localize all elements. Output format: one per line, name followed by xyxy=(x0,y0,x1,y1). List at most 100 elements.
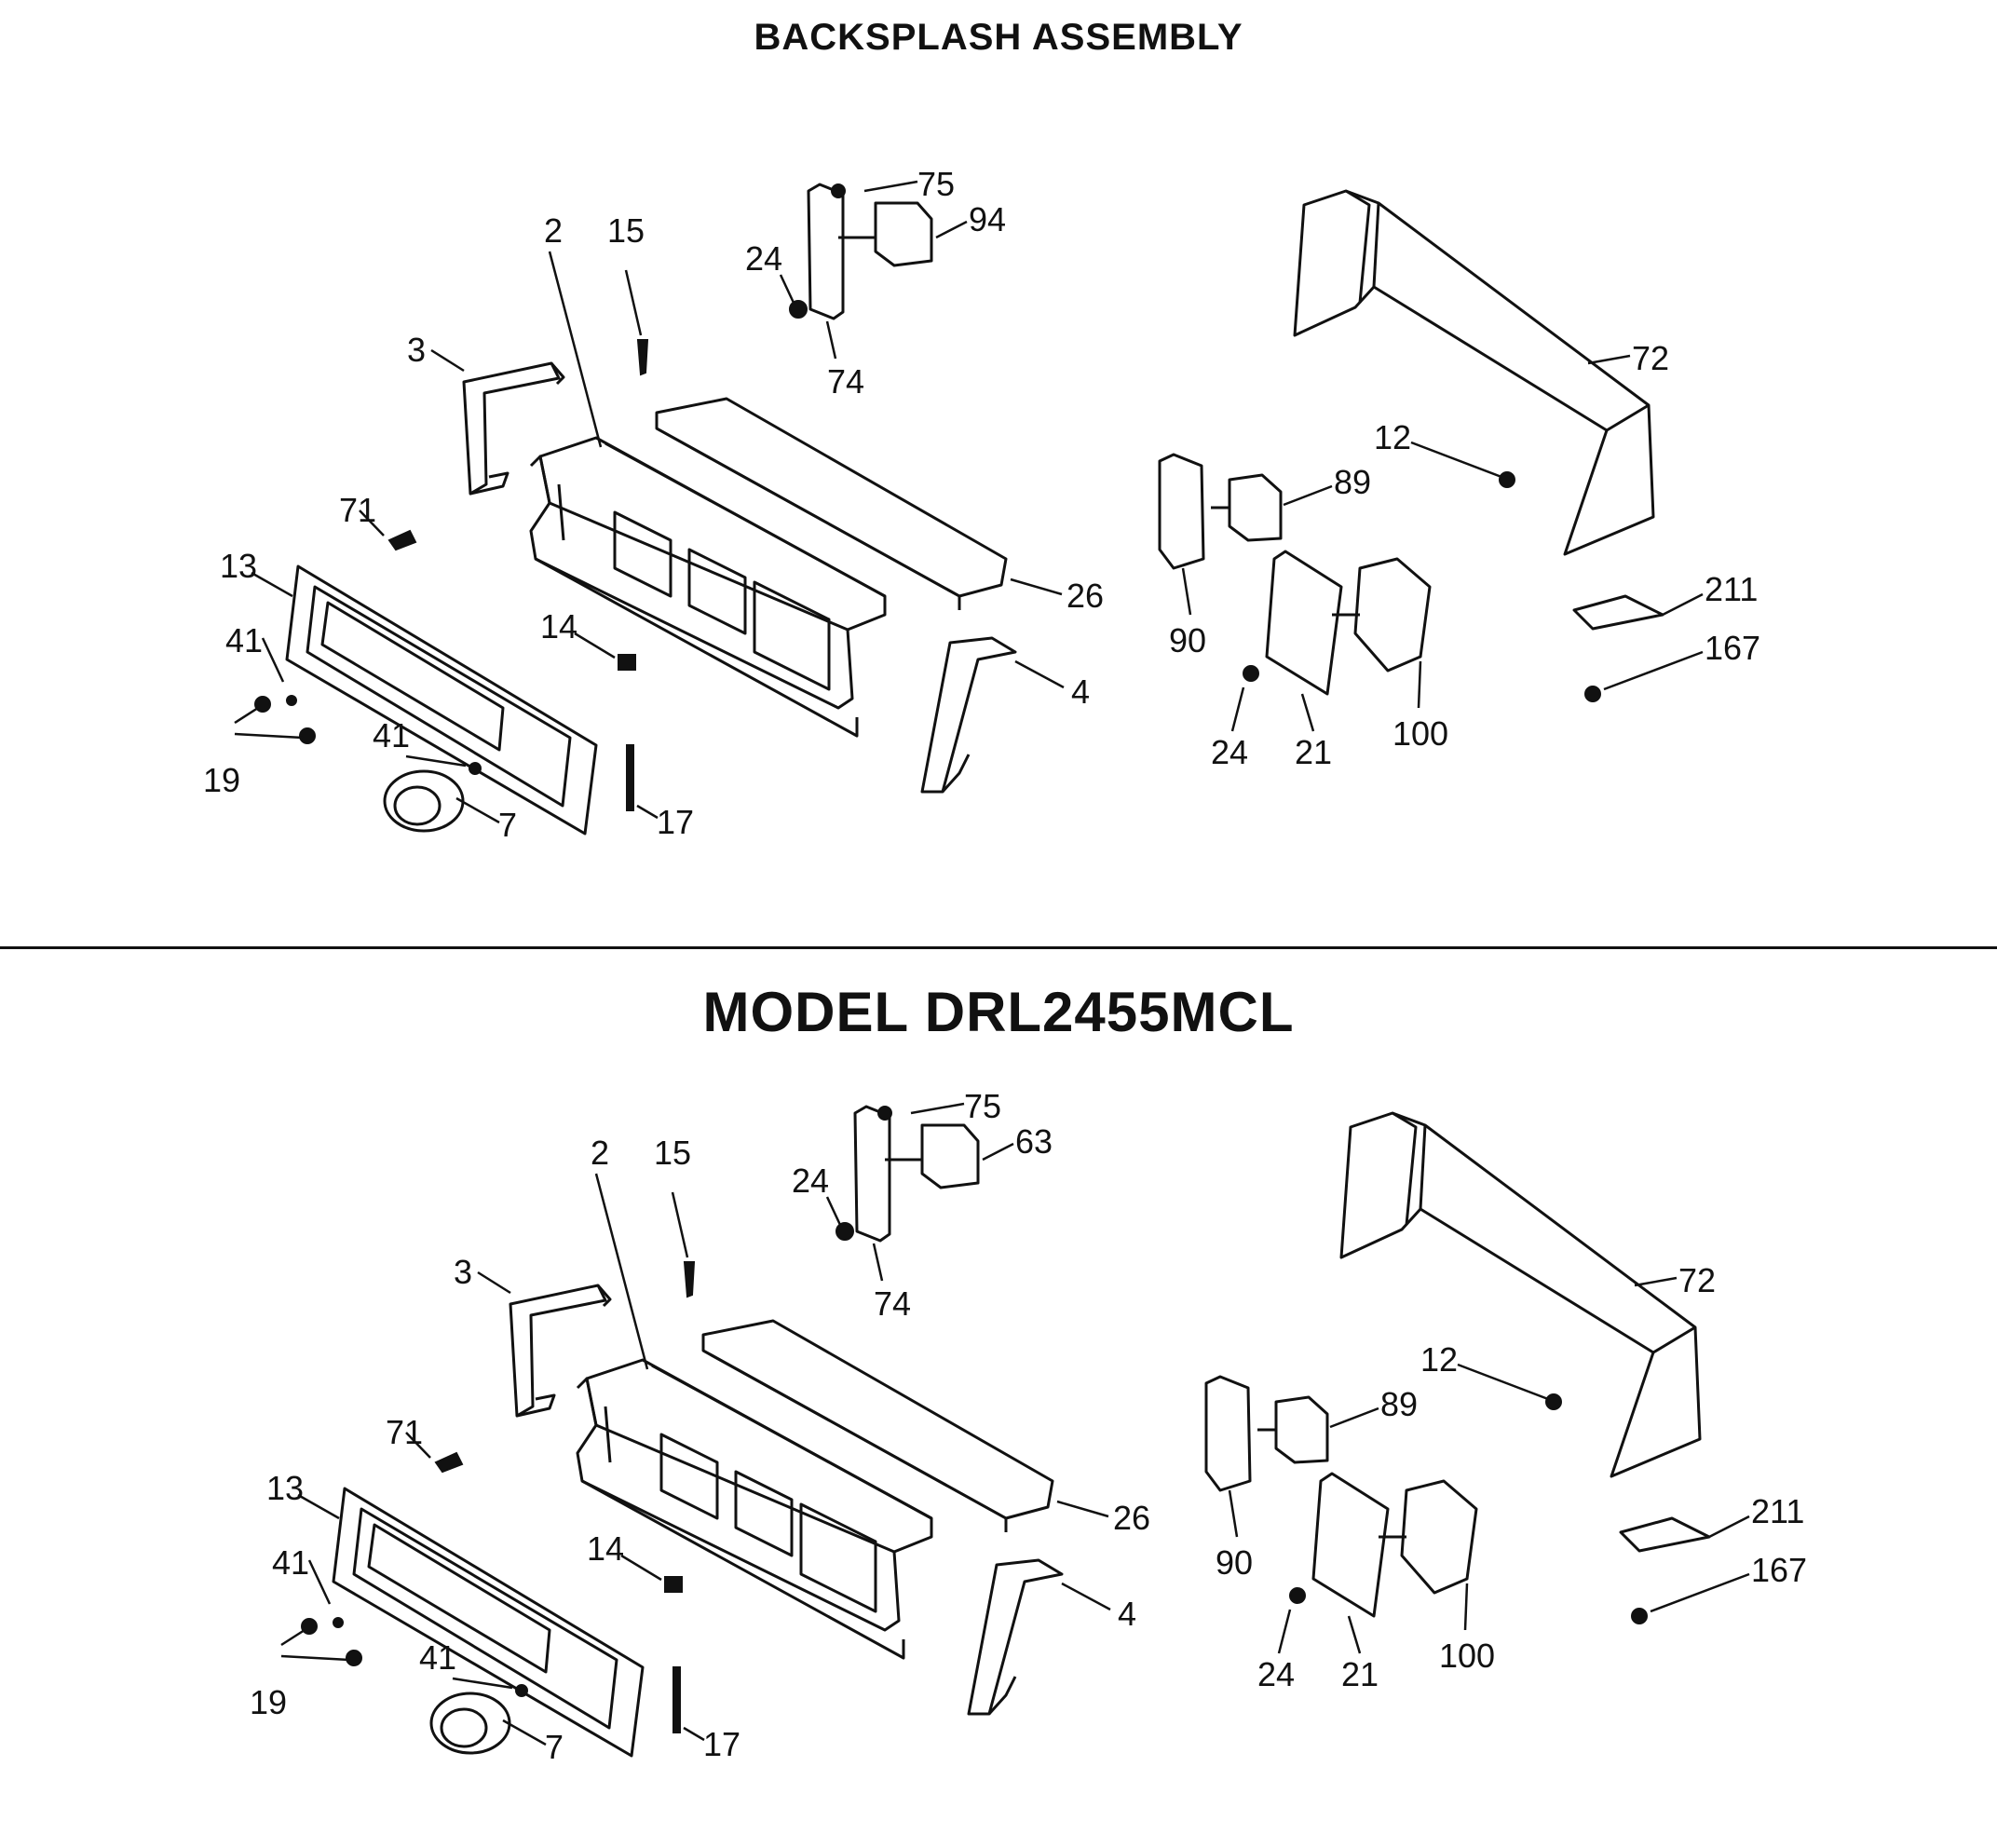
part-4-end-cap xyxy=(967,1558,1064,1716)
part-26-top-cover xyxy=(701,1319,1054,1532)
label-3: 3 xyxy=(454,1253,472,1291)
label-26: 26 xyxy=(1066,577,1104,615)
part-3-end-cap xyxy=(462,361,565,496)
part-100-timer xyxy=(1332,557,1432,673)
part-2-backsplash-frame xyxy=(529,436,887,738)
label-94: 94 xyxy=(969,200,1006,238)
label-2: 2 xyxy=(544,211,563,250)
part-100-timer xyxy=(1379,1479,1478,1595)
label-89: 89 xyxy=(1380,1385,1418,1423)
part-21-circuit-board xyxy=(1311,1472,1390,1618)
label-4: 4 xyxy=(1118,1595,1136,1633)
part-71-screw xyxy=(434,1451,464,1474)
part-19-button xyxy=(299,727,316,744)
part-19-button xyxy=(301,1618,318,1635)
exploded-view-bottom: 2 15 75 63 24 74 3 71 13 41 19 41 7 14 1… xyxy=(250,1087,1807,1766)
part-24-clip xyxy=(1243,665,1259,682)
exploded-view-top: 2 15 75 94 24 74 3 71 13 41 19 41 7 14 1… xyxy=(203,165,1760,844)
part-90-bracket xyxy=(1158,453,1205,570)
label-21: 21 xyxy=(1341,1655,1379,1693)
part-75-screw xyxy=(831,183,846,198)
label-75: 75 xyxy=(917,165,955,203)
part-41-lens xyxy=(515,1684,528,1697)
label-41: 41 xyxy=(373,716,410,754)
label-41: 41 xyxy=(272,1543,309,1582)
label-167: 167 xyxy=(1705,629,1760,667)
part-7-knob xyxy=(429,1692,511,1755)
label-17: 17 xyxy=(703,1725,740,1763)
label-89: 89 xyxy=(1334,463,1371,501)
part-26-top-cover xyxy=(655,397,1008,610)
part-4-end-cap xyxy=(920,636,1017,794)
label-90: 90 xyxy=(1216,1543,1253,1582)
label-12: 12 xyxy=(1374,418,1411,456)
label-13: 13 xyxy=(266,1469,304,1507)
part-41-lens xyxy=(333,1617,344,1628)
section-divider xyxy=(0,946,1997,949)
part-74-bracket xyxy=(807,183,845,320)
part-41-lens xyxy=(469,762,482,775)
part-12-clip xyxy=(1499,471,1515,488)
part-17-tube xyxy=(626,744,634,811)
part-75-screw xyxy=(877,1106,892,1121)
part-24-clip xyxy=(835,1222,854,1241)
part-14-clip xyxy=(618,654,636,671)
label-14: 14 xyxy=(587,1529,624,1568)
label-72: 72 xyxy=(1632,339,1669,377)
label-3: 3 xyxy=(407,331,426,369)
part-41-lens xyxy=(286,695,297,706)
label-90: 90 xyxy=(1169,621,1206,659)
part-90-bracket xyxy=(1204,1375,1252,1492)
label-211: 211 xyxy=(1705,570,1758,608)
part-167-screw xyxy=(1584,686,1601,702)
part-15-screw xyxy=(683,1261,696,1298)
label-24: 24 xyxy=(745,239,782,278)
part-167-screw xyxy=(1631,1608,1648,1624)
part-13-control-panel xyxy=(285,564,598,836)
part-211-hinge xyxy=(1572,594,1664,631)
part-15-screw xyxy=(636,339,649,376)
part-13-control-panel xyxy=(332,1487,645,1758)
diagram-title: BACKSPLASH ASSEMBLY xyxy=(754,17,1243,58)
label-100: 100 xyxy=(1439,1637,1495,1675)
label-63: 63 xyxy=(1015,1122,1053,1161)
model-title: MODEL DRL2455MCL xyxy=(702,981,1295,1043)
label-12: 12 xyxy=(1420,1340,1458,1379)
label-75: 75 xyxy=(964,1087,1001,1125)
part-21-circuit-board xyxy=(1265,550,1343,696)
label-24: 24 xyxy=(792,1162,829,1200)
label-41: 41 xyxy=(419,1638,456,1677)
label-14: 14 xyxy=(540,607,577,645)
label-24: 24 xyxy=(1211,733,1248,771)
label-7: 7 xyxy=(498,806,517,844)
label-13: 13 xyxy=(220,547,257,585)
label-74: 74 xyxy=(827,362,864,401)
part-19-button xyxy=(254,696,271,713)
label-15: 15 xyxy=(654,1134,691,1172)
part-74-bracket xyxy=(853,1105,891,1243)
label-211: 211 xyxy=(1751,1492,1804,1530)
part-24-clip xyxy=(1289,1587,1306,1604)
part-19-button xyxy=(346,1650,362,1666)
part-89-switch xyxy=(1211,473,1283,542)
label-71: 71 xyxy=(339,491,376,529)
part-17-tube xyxy=(672,1666,681,1733)
part-72-rear-shroud xyxy=(1293,189,1655,556)
part-89-switch xyxy=(1257,1395,1329,1464)
label-15: 15 xyxy=(607,211,645,250)
part-12-clip xyxy=(1545,1393,1562,1410)
label-19: 19 xyxy=(250,1683,287,1721)
label-100: 100 xyxy=(1392,714,1448,753)
part-72-rear-shroud xyxy=(1339,1111,1702,1478)
part-3-end-cap xyxy=(509,1284,612,1418)
part-71-screw xyxy=(387,529,417,551)
label-17: 17 xyxy=(657,803,694,841)
part-24-clip xyxy=(789,300,808,319)
label-19: 19 xyxy=(203,761,240,799)
label-24: 24 xyxy=(1257,1655,1295,1693)
label-72: 72 xyxy=(1678,1261,1716,1299)
label-21: 21 xyxy=(1295,733,1332,771)
label-41: 41 xyxy=(225,621,263,659)
part-211-hinge xyxy=(1619,1516,1711,1553)
label-71: 71 xyxy=(386,1413,423,1451)
